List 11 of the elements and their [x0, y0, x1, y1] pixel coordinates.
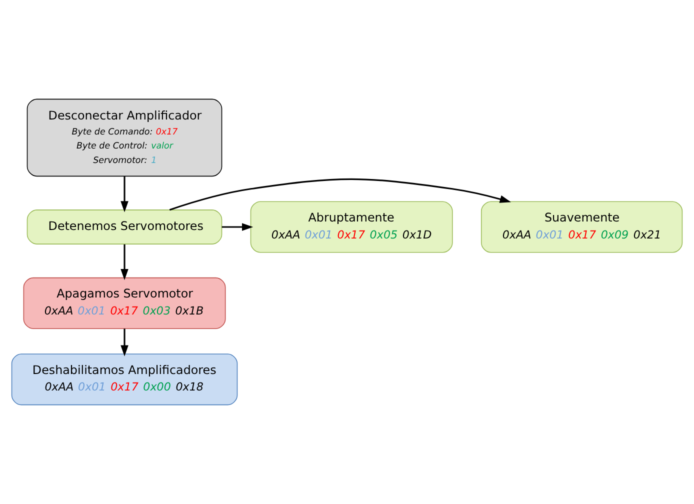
node-box: Apagamos Servomotor 0xAA 0x01 0x17 0x03 0x1B — [23, 277, 226, 329]
arrow — [120, 244, 128, 280]
arrow — [120, 176, 128, 212]
arrow — [120, 328, 128, 356]
node-box: Abruptamente 0xAA 0x01 0x17 0x05 0x1D — [250, 201, 453, 253]
arrow — [169, 178, 512, 211]
node-box: Deshabilitamos Amplificadores 0xAA 0x01 0x17 0x00 0x18 — [11, 354, 238, 406]
arrow — [222, 223, 254, 231]
node-box: Detenemos Servomotores — [26, 210, 222, 244]
node-box: Suavemente 0xAA 0x01 0x17 0x09 0x21 — [480, 201, 683, 253]
node-box: Desconectar Amplificador Byte de Comando: 0x17 Byte de Control: valor Servomotor: 1 — [26, 98, 222, 177]
